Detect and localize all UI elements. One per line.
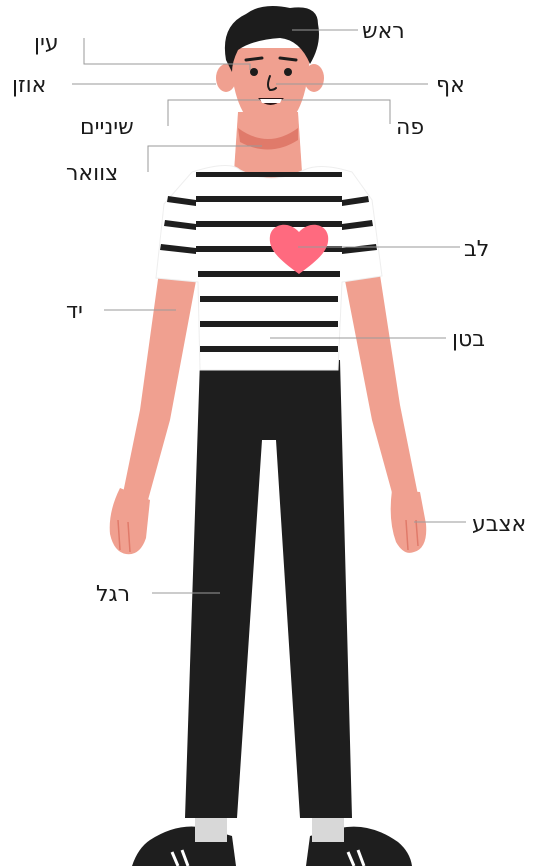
label-eye: עין (34, 31, 59, 56)
label-teeth: שיניים (80, 115, 134, 140)
label-heart: לב (464, 237, 489, 262)
label-mouth: פה (396, 115, 424, 140)
person-figure (110, 6, 427, 866)
striped-shirt (156, 165, 382, 370)
label-neck: צוואר (66, 161, 118, 186)
label-head: ראש (362, 19, 405, 44)
right-arm (342, 262, 426, 553)
label-leg: רגל (96, 582, 130, 607)
label-hand: יד (66, 299, 83, 324)
label-finger: אצבע (472, 512, 526, 537)
left-arm (110, 265, 198, 554)
head-shape (216, 6, 324, 132)
pants (185, 360, 352, 818)
label-ear: אוזן (12, 73, 46, 98)
label-belly: בטן (452, 327, 485, 352)
label-nose: אף (436, 73, 465, 98)
